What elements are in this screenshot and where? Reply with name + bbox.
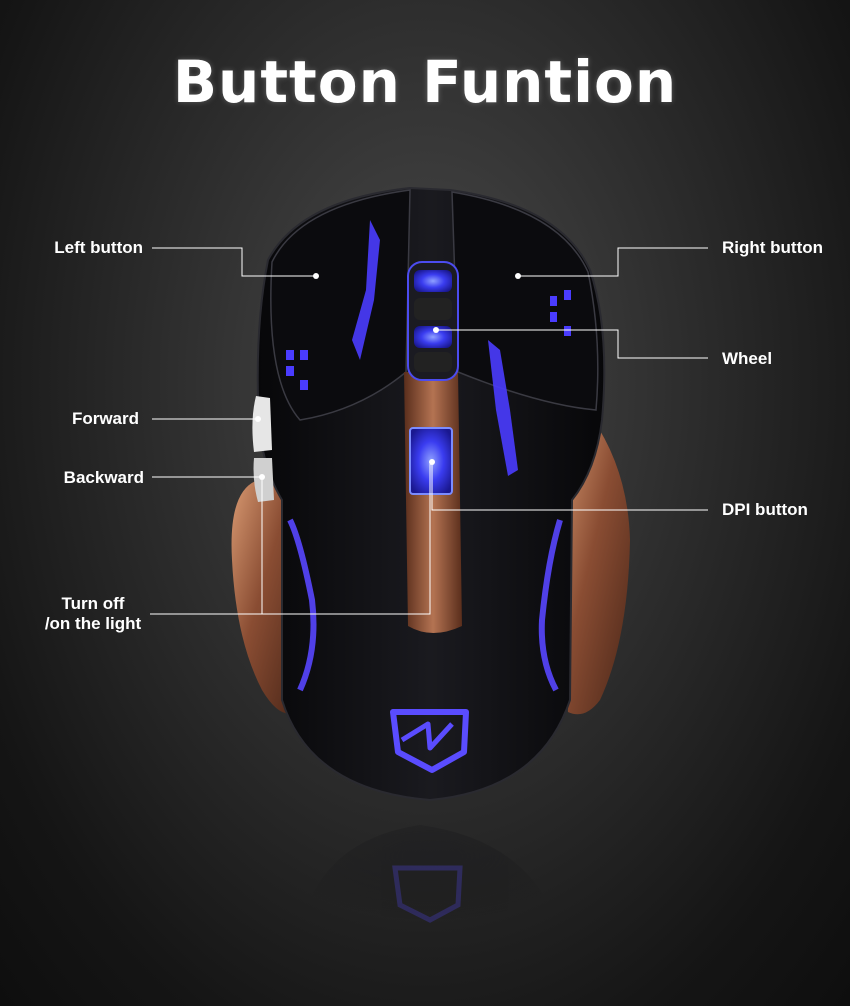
dpi-leader [431, 462, 708, 511]
label-forward: Forward [71, 409, 139, 428]
leader-lines [150, 247, 708, 615]
left-led-decor [286, 220, 380, 390]
label-dpi-button: DPI button [722, 500, 808, 519]
backward-side-button [253, 458, 274, 502]
reflection-logo-icon [392, 865, 463, 923]
label-light-line1: Turn off [61, 594, 125, 613]
mouse-reflection [300, 825, 560, 930]
right-led-strip [538, 519, 563, 692]
center-copper-strip [404, 372, 462, 633]
label-backward: Backward [63, 468, 144, 487]
wheel-leader [436, 329, 708, 359]
leader-dots [255, 273, 521, 480]
left-button-leader [152, 247, 316, 277]
lightning-shield-logo-icon [390, 709, 469, 773]
label-wheel: Wheel [722, 349, 773, 368]
right-button-panel [451, 191, 599, 411]
right-led-decor [488, 290, 571, 476]
left-button-panel [270, 189, 411, 421]
light-leader [150, 462, 431, 615]
right-button-leader [518, 247, 708, 277]
page-title: Button Funtion [172, 48, 678, 116]
forward-side-button [252, 396, 272, 452]
scroll-wheel [407, 261, 459, 381]
label-light-line2: /on the light [44, 614, 142, 633]
label-left-button: Left button [54, 238, 143, 257]
left-led-strip [287, 518, 317, 692]
label-right-button: Right button [722, 238, 824, 257]
